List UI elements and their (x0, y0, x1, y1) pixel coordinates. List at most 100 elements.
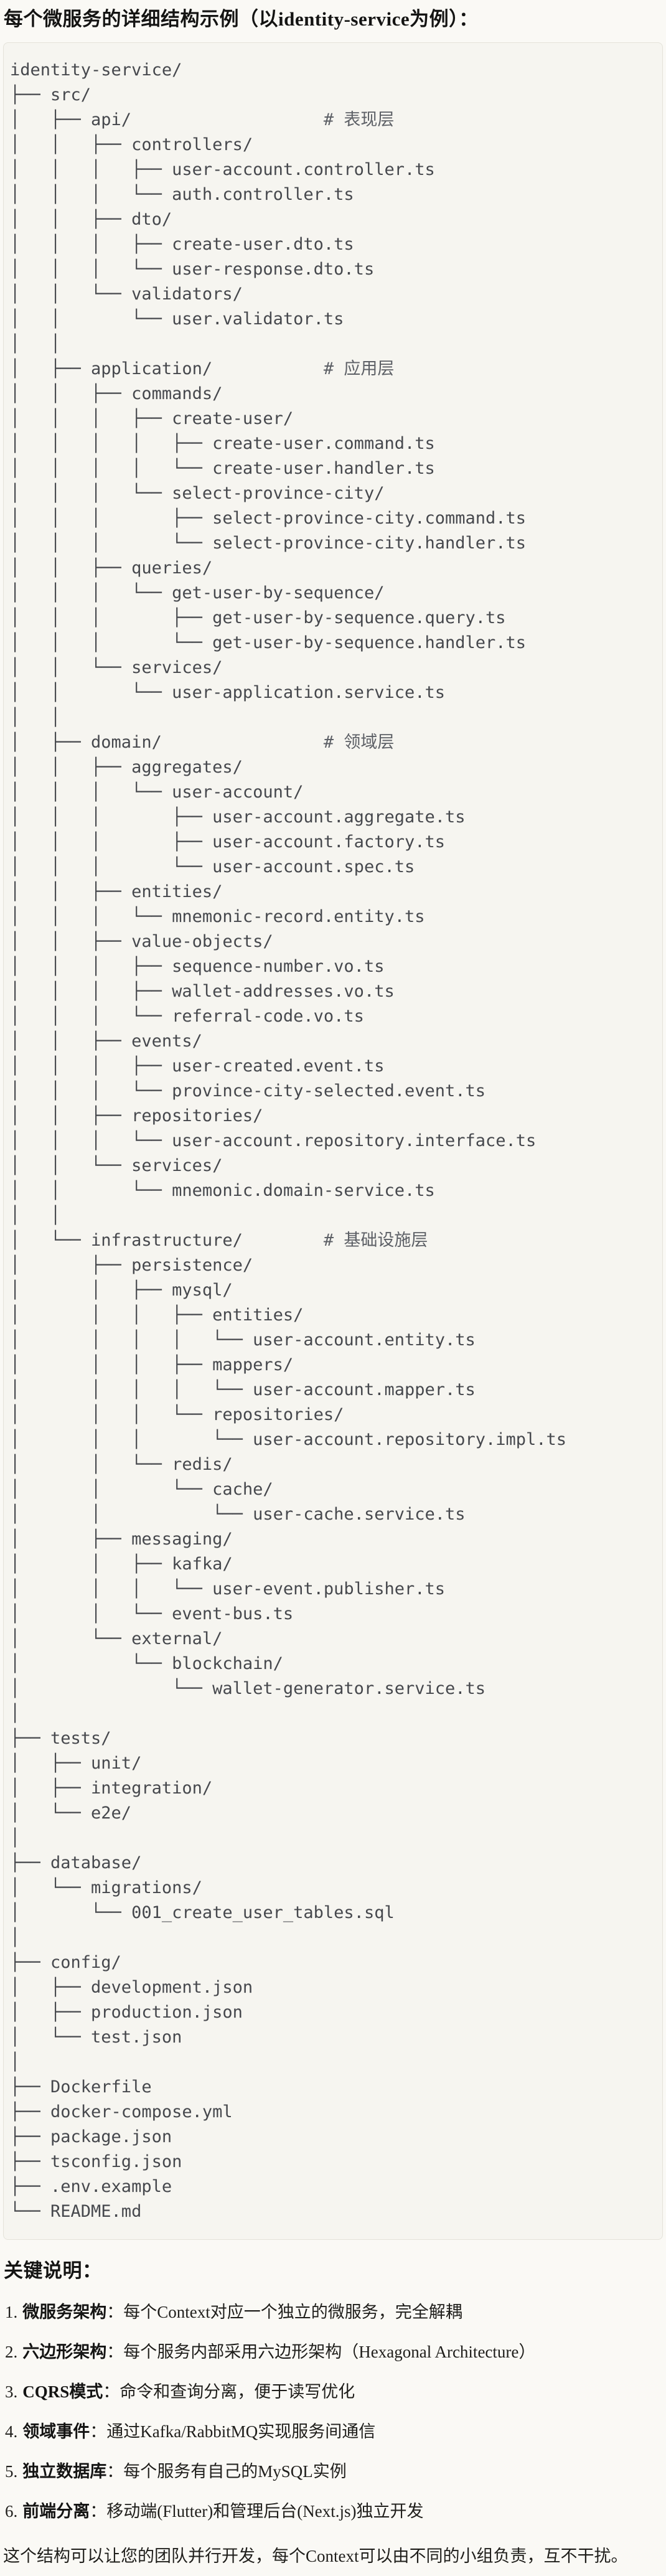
tree-line: │ │ ├── kafka/ (10, 1554, 233, 1574)
tree-line: │ │ │ ├── user-created.event.ts (10, 1056, 385, 1076)
tree-line: │ │ └── validators/ (10, 284, 243, 304)
tree-line: │ │ │ ├── user-account.controller.ts (10, 160, 435, 179)
note-text: ：通过Kafka/RabbitMQ实现服务间通信 (90, 2422, 376, 2441)
tree-line: ├── docker-compose.yml (10, 2102, 233, 2122)
note-number: 6. (5, 2502, 18, 2521)
tree-line: identity-service/ (10, 60, 182, 80)
tree-line-comment: # 基础设施层 (323, 1231, 428, 1250)
tree-line: ├── tsconfig.json (10, 2152, 182, 2171)
tree-line: │ │ │ ├── entities/ (10, 1305, 304, 1325)
tree-line: │ │ (10, 708, 61, 727)
tree-line: │ │ │ ├── user-account.factory.ts (10, 832, 445, 852)
tree-line: │ └── 001_create_user_tables.sql (10, 1903, 395, 1922)
note-number: 1. (5, 2303, 18, 2321)
tree-line: │ │ │ └── get-user-by-sequence/ (10, 583, 385, 603)
file-tree: identity-service/ ├── src/ │ ├── api/ # 表现… (10, 58, 655, 2224)
tree-line: │ └── infrastructure/ # 基础设施层 (10, 1228, 655, 1253)
tree-line: │ ├── production.json (10, 2003, 243, 2022)
tree-line: │ ├── api/ # 表现层 (10, 108, 655, 133)
tree-line-text: │ ├── application/ (10, 359, 324, 378)
tree-line: │ │ └── user-cache.service.ts (10, 1505, 466, 1524)
tree-line: ├── package.json (10, 2127, 172, 2146)
tree-line: │ │ ├── repositories/ (10, 1106, 263, 1126)
tree-line: │ │ └── event-bus.ts (10, 1604, 294, 1624)
note-item: 6.前端分离：移动端(Flutter)和管理后台(Next.js)独立开发 (5, 2499, 662, 2524)
tree-line: │ │ └── services/ (10, 1156, 223, 1175)
tree-line: │ │ (10, 1206, 61, 1225)
tree-line: │ ├── messaging/ (10, 1530, 233, 1549)
tree-line: │ (10, 1928, 21, 1947)
note-number: 5. (5, 2462, 18, 2481)
tree-line: │ │ │ └── user-response.dto.ts (10, 260, 375, 279)
tree-line: ├── tests/ (10, 1729, 111, 1748)
tree-line: │ │ │ ├── user-account.aggregate.ts (10, 807, 466, 827)
tree-line: │ │ │ └── user-account.repository.impl.t… (10, 1430, 567, 1449)
tree-line: │ └── external/ (10, 1629, 223, 1648)
note-term: CQRS模式 (22, 2382, 103, 2401)
tree-line-text: │ ├── api/ (10, 110, 324, 129)
tree-line: │ │ ├── events/ (10, 1032, 202, 1051)
file-tree-code-block: identity-service/ ├── src/ │ ├── api/ # 表现… (3, 42, 663, 2240)
tree-line: │ │ └── cache/ (10, 1480, 273, 1499)
note-text: ：每个Context对应一个独立的微服务，完全解耦 (106, 2303, 462, 2321)
notes-heading: 关键说明： (4, 2260, 102, 2282)
note-item: 2.六边形架构：每个服务内部采用六边形架构（Hexagonal Architec… (5, 2339, 662, 2364)
note-text: ：移动端(Flutter)和管理后台(Next.js)独立开发 (90, 2502, 424, 2521)
tree-line: ├── .env.example (10, 2177, 172, 2196)
tree-line-text: │ ├── domain/ (10, 733, 324, 752)
note-term: 前端分离 (22, 2502, 90, 2521)
tree-line: │ │ │ └── get-user-by-sequence.handler.t… (10, 633, 527, 652)
tree-line: │ (10, 1828, 21, 1848)
tree-line: │ │ ├── mysql/ (10, 1281, 233, 1300)
tree-line: ├── Dockerfile (10, 2077, 152, 2097)
tree-line-comment: # 应用层 (323, 359, 395, 378)
tree-line: │ │ (10, 334, 61, 354)
tree-line: │ │ ├── commands/ (10, 384, 223, 403)
tree-line: │ (10, 1704, 21, 1723)
closing-paragraph: 这个结构可以让您的团队并行开发，每个Context可以由不同的小组负责，互不干扰… (3, 2547, 628, 2565)
tree-line: │ │ │ │ └── user-account.entity.ts (10, 1330, 476, 1350)
note-term: 领域事件 (22, 2422, 90, 2441)
tree-line: │ │ └── user.validator.ts (10, 309, 344, 329)
tree-line: │ │ │ └── user-event.publisher.ts (10, 1579, 445, 1599)
tree-line: │ ├── integration/ (10, 1779, 213, 1798)
note-term: 独立数据库 (22, 2462, 107, 2481)
note-item: 3.CQRS模式：命令和查询分离，便于读写优化 (5, 2379, 662, 2404)
tree-line: ├── src/ (10, 85, 91, 105)
tree-line: │ │ │ └── repositories/ (10, 1405, 344, 1424)
tree-line: │ │ ├── entities/ (10, 882, 223, 901)
tree-line: └── README.md (10, 2202, 142, 2221)
tree-line: │ ├── development.json (10, 1978, 253, 1997)
page-title: 每个微服务的详细结构示例（以identity-service为例）： (4, 8, 479, 30)
tree-line: │ ├── persistence/ (10, 1256, 253, 1275)
tree-line: │ │ │ ├── create-user.dto.ts (10, 235, 354, 254)
tree-line: ├── config/ (10, 1953, 121, 1972)
tree-line: │ │ │ │ └── create-user.handler.ts (10, 459, 435, 478)
tree-line: │ │ │ └── select-province-city/ (10, 484, 385, 503)
note-term: 六边形架构 (22, 2343, 107, 2361)
note-number: 3. (5, 2382, 18, 2401)
tree-line: │ │ ├── dto/ (10, 210, 172, 229)
note-text: ：每个服务有自己的MySQL实例 (106, 2462, 347, 2481)
tree-line: │ ├── unit/ (10, 1754, 142, 1773)
tree-line: │ (10, 2052, 21, 2072)
tree-line-text: │ └── infrastructure/ (10, 1231, 324, 1250)
tree-line: │ │ │ ├── get-user-by-sequence.query.ts (10, 608, 506, 628)
tree-line: │ │ │ │ └── user-account.mapper.ts (10, 1380, 476, 1399)
tree-line: │ │ │ └── select-province-city.handler.t… (10, 534, 527, 553)
tree-line: │ │ │ └── mnemonic-record.entity.ts (10, 907, 425, 926)
tree-line: │ │ │ │ ├── create-user.command.ts (10, 434, 435, 453)
tree-line: │ ├── domain/ # 领域层 (10, 730, 655, 755)
tree-line: │ │ │ └── user-account.spec.ts (10, 857, 415, 877)
tree-line-comment: # 表现层 (323, 110, 395, 129)
note-text: ：命令和查询分离，便于读写优化 (103, 2382, 355, 2401)
note-item: 4.领域事件：通过Kafka/RabbitMQ实现服务间通信 (5, 2419, 662, 2444)
tree-line: │ │ └── redis/ (10, 1455, 233, 1474)
note-number: 2. (5, 2343, 18, 2361)
tree-line: │ │ ├── controllers/ (10, 135, 253, 154)
note-term: 微服务架构 (22, 2303, 107, 2321)
tree-line: │ │ ├── queries/ (10, 558, 213, 578)
tree-line: │ └── blockchain/ (10, 1654, 283, 1673)
